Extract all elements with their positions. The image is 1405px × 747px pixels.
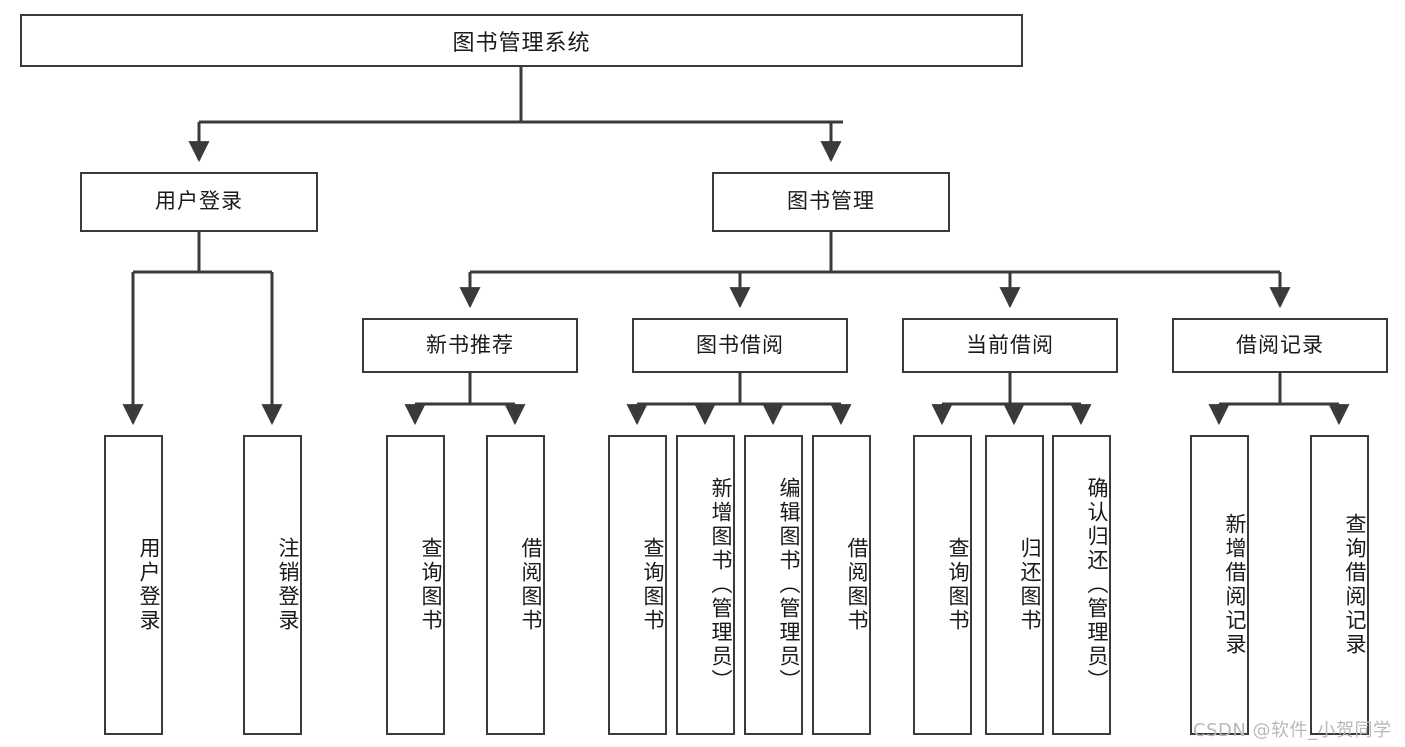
leaf-add-borrow-record-label: 新增借阅记录 [1223,513,1247,657]
leaf-add-book-admin-label: 新增图书（管理员） [709,477,733,693]
node-book-management[interactable]: 图书管理 [712,172,950,232]
node-root[interactable]: 图书管理系统 [20,14,1023,67]
node-new-book-recommendation[interactable]: 新书推荐 [362,318,578,373]
leaf-query-book-rec-label: 查询图书 [419,537,443,633]
node-user-login-label: 用户登录 [155,189,243,214]
node-current-borrow-label: 当前借阅 [966,332,1054,357]
leaf-query-book-borrow[interactable]: 查询图书 [608,435,667,735]
leaf-add-borrow-record[interactable]: 新增借阅记录 [1190,435,1249,735]
node-new-book-recommendation-label: 新书推荐 [426,332,514,357]
node-book-management-label: 图书管理 [787,189,875,214]
leaf-edit-book-admin[interactable]: 编辑图书（管理员） [744,435,803,735]
node-book-borrow-label: 图书借阅 [696,332,784,357]
node-user-login[interactable]: 用户登录 [80,172,318,232]
leaf-return-book-label: 归还图书 [1018,537,1042,633]
node-borrow-record-label: 借阅记录 [1236,332,1324,357]
node-book-borrow[interactable]: 图书借阅 [632,318,848,373]
leaf-query-book-borrow-label: 查询图书 [641,537,665,633]
leaf-query-book-rec[interactable]: 查询图书 [386,435,445,735]
leaf-query-book-current[interactable]: 查询图书 [913,435,972,735]
leaf-return-book[interactable]: 归还图书 [985,435,1044,735]
csdn-watermark: CSDN @软件_小贺同学 [1193,716,1392,742]
leaf-logout[interactable]: 注销登录 [243,435,302,735]
leaf-confirm-return-admin[interactable]: 确认归还（管理员） [1052,435,1111,735]
node-current-borrow[interactable]: 当前借阅 [902,318,1118,373]
leaf-borrow-book-rec-label: 借阅图书 [519,537,543,633]
leaf-query-borrow-record-label: 查询借阅记录 [1343,513,1367,657]
leaf-logout-label: 注销登录 [276,537,300,633]
leaf-edit-book-admin-label: 编辑图书（管理员） [777,477,801,693]
leaf-borrow-book[interactable]: 借阅图书 [812,435,871,735]
csdn-watermark-text: CSDN @软件_小贺同学 [1193,720,1392,741]
leaf-query-borrow-record[interactable]: 查询借阅记录 [1310,435,1369,735]
leaf-query-book-current-label: 查询图书 [946,537,970,633]
leaf-add-book-admin[interactable]: 新增图书（管理员） [676,435,735,735]
leaf-borrow-book-rec[interactable]: 借阅图书 [486,435,545,735]
leaf-confirm-return-admin-label: 确认归还（管理员） [1085,477,1109,693]
node-borrow-record[interactable]: 借阅记录 [1172,318,1388,373]
leaf-user-login[interactable]: 用户登录 [104,435,163,735]
leaf-user-login-label: 用户登录 [137,537,161,633]
leaf-borrow-book-label: 借阅图书 [845,537,869,633]
node-root-label: 图书管理系统 [452,30,591,56]
